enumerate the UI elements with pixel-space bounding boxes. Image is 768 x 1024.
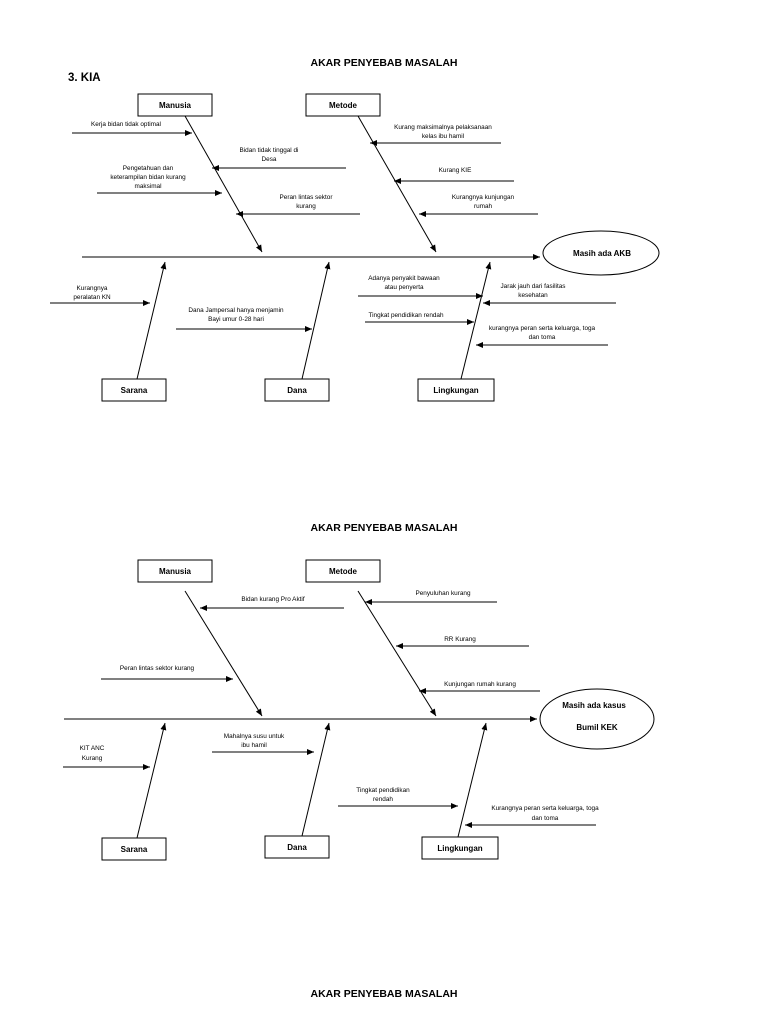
cause-label: Bayi umur 0-28 hari: [208, 316, 264, 323]
bone-lingkungan: [457, 722, 488, 838]
cause-label: peralatan KN: [73, 294, 111, 301]
cause-label: Kurang: [82, 755, 103, 762]
category-label-metode: Metode: [329, 101, 358, 110]
bone-sarana: [136, 261, 167, 380]
category-label-lingkungan: Lingkungan: [437, 844, 482, 853]
effect-label: Bumil KEK: [576, 723, 618, 732]
category-label-sarana: Sarana: [121, 386, 148, 395]
category-label-lingkungan: Lingkungan: [433, 386, 478, 395]
fishbone-diagram-2: AKAR PENYEBAB MASALAH Masih ada kasus Bu…: [63, 522, 655, 861]
category-label-metode: Metode: [329, 567, 358, 576]
cause-label: Kerja bidan tidak optimal: [91, 121, 161, 128]
category-label-dana: Dana: [287, 843, 307, 852]
cause-label: Peran lintas sektor kurang: [120, 665, 195, 672]
category-box-manusia: [137, 93, 213, 117]
next-page-title: AKAR PENYEBAB MASALAH: [310, 988, 457, 1000]
bone-dana: [301, 722, 331, 837]
cause-label: KIT ANC: [80, 745, 105, 752]
cause-label: Adanya penyakit bawaan: [368, 275, 440, 282]
cause-label: kurangnya peran serta keluarga, toga: [489, 325, 596, 332]
bone-metode: [357, 590, 437, 717]
cause-label: Desa: [262, 156, 277, 163]
cause-label: rendah: [373, 796, 393, 803]
cause-label: atau penyerta: [384, 284, 424, 291]
category-box-metode: [305, 93, 381, 117]
bone-manusia: [184, 115, 263, 253]
cause-label: Bidan kurang Pro Aktif: [241, 596, 304, 603]
cause-label: rumah: [474, 203, 493, 210]
cause-label: Kurangnya peran serta keluarga, toga: [491, 805, 599, 812]
cause-label: Penyuluhan kurang: [415, 590, 471, 597]
category-box-sarana: [101, 378, 167, 402]
cause-label: kelas ibu hamil: [422, 133, 464, 140]
cause-label: Kurangnya: [77, 285, 108, 292]
category-box-dana: [264, 835, 330, 859]
cause-label: Mahalnya susu untuk: [224, 733, 285, 740]
cause-label: Kurang maksimalnya pelaksanaan: [394, 124, 492, 131]
cause-label: RR Kurang: [444, 636, 476, 643]
effect-label: Masih ada AKB: [573, 249, 631, 258]
diagram-title: AKAR PENYEBAB MASALAH: [310, 57, 457, 69]
cause-label: maksimal: [135, 183, 162, 190]
cause-label: Tingkat pendidikan: [356, 787, 410, 794]
category-label-dana: Dana: [287, 386, 307, 395]
category-box-dana: [264, 378, 330, 402]
bone-lingkungan: [460, 261, 492, 380]
cause-label: dan toma: [532, 815, 559, 822]
category-label-manusia: Manusia: [159, 101, 192, 110]
effect-ellipse: [542, 230, 660, 276]
bone-sarana: [136, 722, 167, 839]
bone-dana: [301, 261, 331, 380]
cause-label: Tingkat pendidikan rendah: [368, 312, 444, 319]
cause-label: Dana Jampersal hanya menjamin: [188, 307, 284, 314]
cause-label: keterampilan bidan kurang: [110, 174, 186, 181]
category-label-manusia: Manusia: [159, 567, 192, 576]
cause-label: Kurangnya kunjungan: [452, 194, 515, 201]
diagram-title: AKAR PENYEBAB MASALAH: [310, 522, 457, 534]
cause-label: Jarak jauh dari fasilitas: [500, 283, 565, 290]
category-box-lingkungan: [421, 836, 499, 860]
cause-label: Kurang KIE: [439, 167, 472, 174]
fishbone-diagram-1: AKAR PENYEBAB MASALAH 3. KIA Masih ada A…: [50, 57, 660, 402]
category-box-sarana: [101, 837, 167, 861]
cause-label: Kunjungan rumah kurang: [444, 681, 516, 688]
category-box-manusia: [137, 559, 213, 583]
cause-label: ibu hamil: [241, 742, 267, 749]
effect-ellipse: [539, 688, 655, 750]
cause-label: kesehatan: [518, 292, 548, 299]
section-heading: 3. KIA: [68, 72, 101, 84]
category-box-lingkungan: [417, 378, 495, 402]
cause-label: Pengetahuan dan: [123, 165, 174, 172]
cause-label: Bidan tidak tinggal di: [240, 147, 299, 154]
category-box-metode: [305, 559, 381, 583]
cause-label: Peran lintas sektor: [280, 194, 334, 201]
bone-manusia: [184, 590, 263, 717]
effect-label: Masih ada kasus: [562, 701, 626, 710]
category-label-sarana: Sarana: [121, 845, 148, 854]
cause-label: kurang: [296, 203, 316, 210]
bone-metode: [357, 115, 437, 253]
cause-label: dan toma: [529, 334, 556, 341]
